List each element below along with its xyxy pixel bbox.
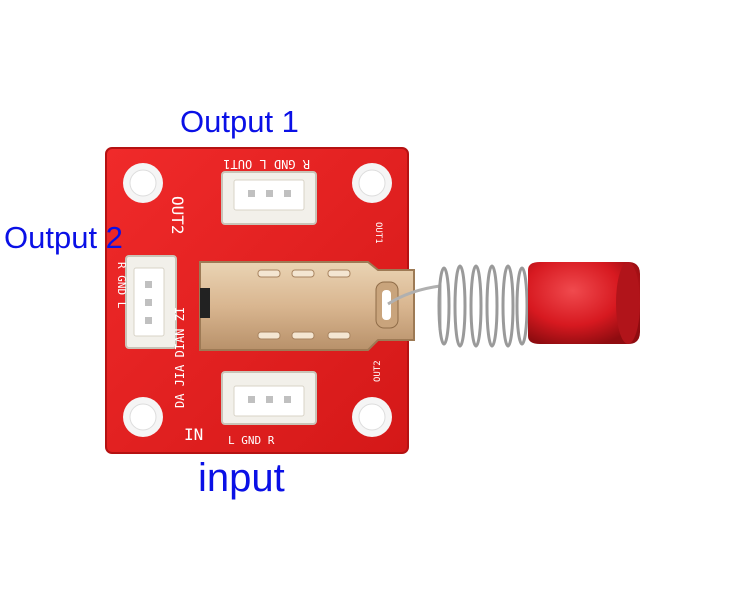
silkscreen: R GND L OUT1 OUT2 R GND L DA JIA DIAN ZI… xyxy=(115,157,383,447)
output-1-label: Output 1 xyxy=(180,104,299,139)
silk-out2-pins: R GND L xyxy=(115,262,128,309)
output-2-label: Output 2 xyxy=(4,220,123,255)
in-connector xyxy=(221,371,317,425)
silk-in-pins: L GND R xyxy=(228,434,275,447)
input-label: input xyxy=(198,456,285,500)
silk-side-text: DA JIA DIAN ZI xyxy=(173,307,187,408)
out2-connector xyxy=(125,255,177,349)
red-button-cap xyxy=(528,262,640,344)
mounting-holes xyxy=(123,163,392,437)
push-spring xyxy=(437,264,529,348)
silk-in-label: IN xyxy=(184,425,203,444)
silk-out2-small: OUT2 xyxy=(373,360,383,382)
out1-connector xyxy=(221,171,317,225)
silk-out1-header: R GND L OUT1 xyxy=(223,157,310,171)
silk-out2-vertical: OUT2 xyxy=(168,196,187,235)
switch-housing xyxy=(199,261,442,351)
silk-out1-small: OUT1 xyxy=(373,222,383,244)
